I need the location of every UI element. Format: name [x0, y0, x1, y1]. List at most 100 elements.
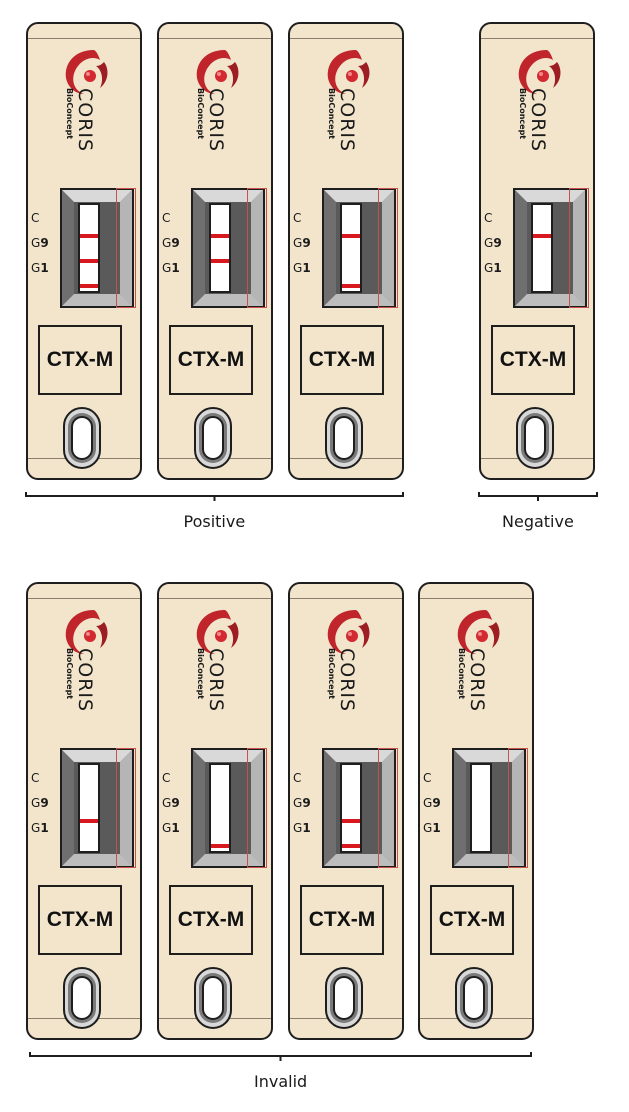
control-line-label: C — [31, 771, 40, 785]
sample-well-icon — [194, 967, 232, 1029]
result-window — [322, 748, 396, 868]
sample-well-icon — [455, 967, 493, 1029]
result-line-g1 — [342, 844, 360, 848]
control-line-label: C — [162, 771, 171, 785]
sample-well-icon — [63, 407, 101, 469]
result-line-g1 — [80, 284, 98, 288]
result-line-g9 — [342, 819, 360, 823]
brand-subname: BioConcept — [327, 648, 336, 700]
result-window — [60, 748, 134, 868]
control-line-label: C — [162, 211, 171, 225]
brand-name: CORIS — [205, 648, 227, 713]
result-window — [191, 188, 265, 308]
result-lines — [211, 234, 229, 263]
sample-well-icon — [516, 407, 554, 469]
result-lines — [533, 234, 551, 238]
brand-name: CORIS — [205, 88, 227, 153]
cassette-edge-line — [420, 598, 532, 602]
group-caption-positive: Positive — [183, 512, 246, 531]
test-name-label: CTX-M — [308, 908, 376, 931]
cassette-edge-line — [481, 38, 593, 42]
test-name-label: CTX-M — [46, 908, 114, 931]
brand-subname: BioConcept — [65, 648, 74, 700]
brand-name: CORIS — [336, 88, 358, 153]
brand-subname: BioConcept — [457, 648, 466, 700]
marking-box — [247, 188, 267, 308]
g9-line-label: G9 — [484, 236, 502, 250]
result-line-g9 — [211, 259, 229, 263]
result-window — [452, 748, 526, 868]
marking-box — [378, 188, 398, 308]
result-line-c — [211, 234, 229, 238]
cassette-edge-line — [290, 38, 402, 42]
test-name-box: CTX-M — [169, 885, 253, 955]
g1-line-label: G1 — [423, 821, 441, 835]
brand-subname: BioConcept — [65, 88, 74, 140]
control-line-label: C — [423, 771, 432, 785]
brand-name: CORIS — [336, 648, 358, 713]
marking-box — [116, 748, 136, 868]
test-name-box: CTX-M — [300, 885, 384, 955]
marking-box — [569, 188, 589, 308]
result-lines — [342, 234, 360, 288]
result-lines — [211, 844, 229, 848]
sample-well-icon — [63, 967, 101, 1029]
brand-subname: BioConcept — [196, 88, 205, 140]
g1-line-label: G1 — [162, 821, 180, 835]
g9-line-label: G9 — [423, 796, 441, 810]
test-name-label: CTX-M — [177, 908, 245, 931]
coris-logo-icon — [327, 50, 370, 94]
sample-well-icon — [325, 407, 363, 469]
control-line-label: C — [293, 771, 302, 785]
cassette-edge-line — [159, 38, 271, 42]
result-lines — [342, 819, 360, 848]
g9-line-label: G9 — [31, 236, 49, 250]
cassette-edge-line — [28, 38, 140, 42]
g9-line-label: G9 — [293, 796, 311, 810]
marking-box — [378, 748, 398, 868]
test-name-box: CTX-M — [300, 325, 384, 395]
result-line-g1 — [342, 284, 360, 288]
brand-subname: BioConcept — [196, 648, 205, 700]
result-lines — [80, 234, 98, 288]
result-window — [322, 188, 396, 308]
coris-logo-icon — [457, 610, 500, 654]
result-line-c — [80, 234, 98, 238]
brand-name: CORIS — [466, 648, 488, 713]
control-line-label: C — [293, 211, 302, 225]
g1-line-label: G1 — [31, 261, 49, 275]
brand-name: CORIS — [74, 648, 96, 713]
cassette-edge-line — [28, 598, 140, 602]
test-name-label: CTX-M — [438, 908, 506, 931]
brand-subname: BioConcept — [327, 88, 336, 140]
group-brace-negative — [478, 492, 598, 501]
marking-box — [508, 748, 528, 868]
result-lines — [80, 819, 98, 823]
g9-line-label: G9 — [31, 796, 49, 810]
group-caption-invalid: Invalid — [254, 1072, 308, 1091]
coris-logo-icon — [196, 610, 239, 654]
marking-box — [116, 188, 136, 308]
g1-line-label: G1 — [31, 821, 49, 835]
g9-line-label: G9 — [162, 796, 180, 810]
group-brace-positive — [25, 492, 404, 501]
g1-line-label: G1 — [293, 261, 311, 275]
cassette-edge-line — [290, 598, 402, 602]
result-line-g1 — [211, 844, 229, 848]
coris-logo-icon — [327, 610, 370, 654]
sample-well-icon — [325, 967, 363, 1029]
coris-logo-icon — [65, 610, 108, 654]
